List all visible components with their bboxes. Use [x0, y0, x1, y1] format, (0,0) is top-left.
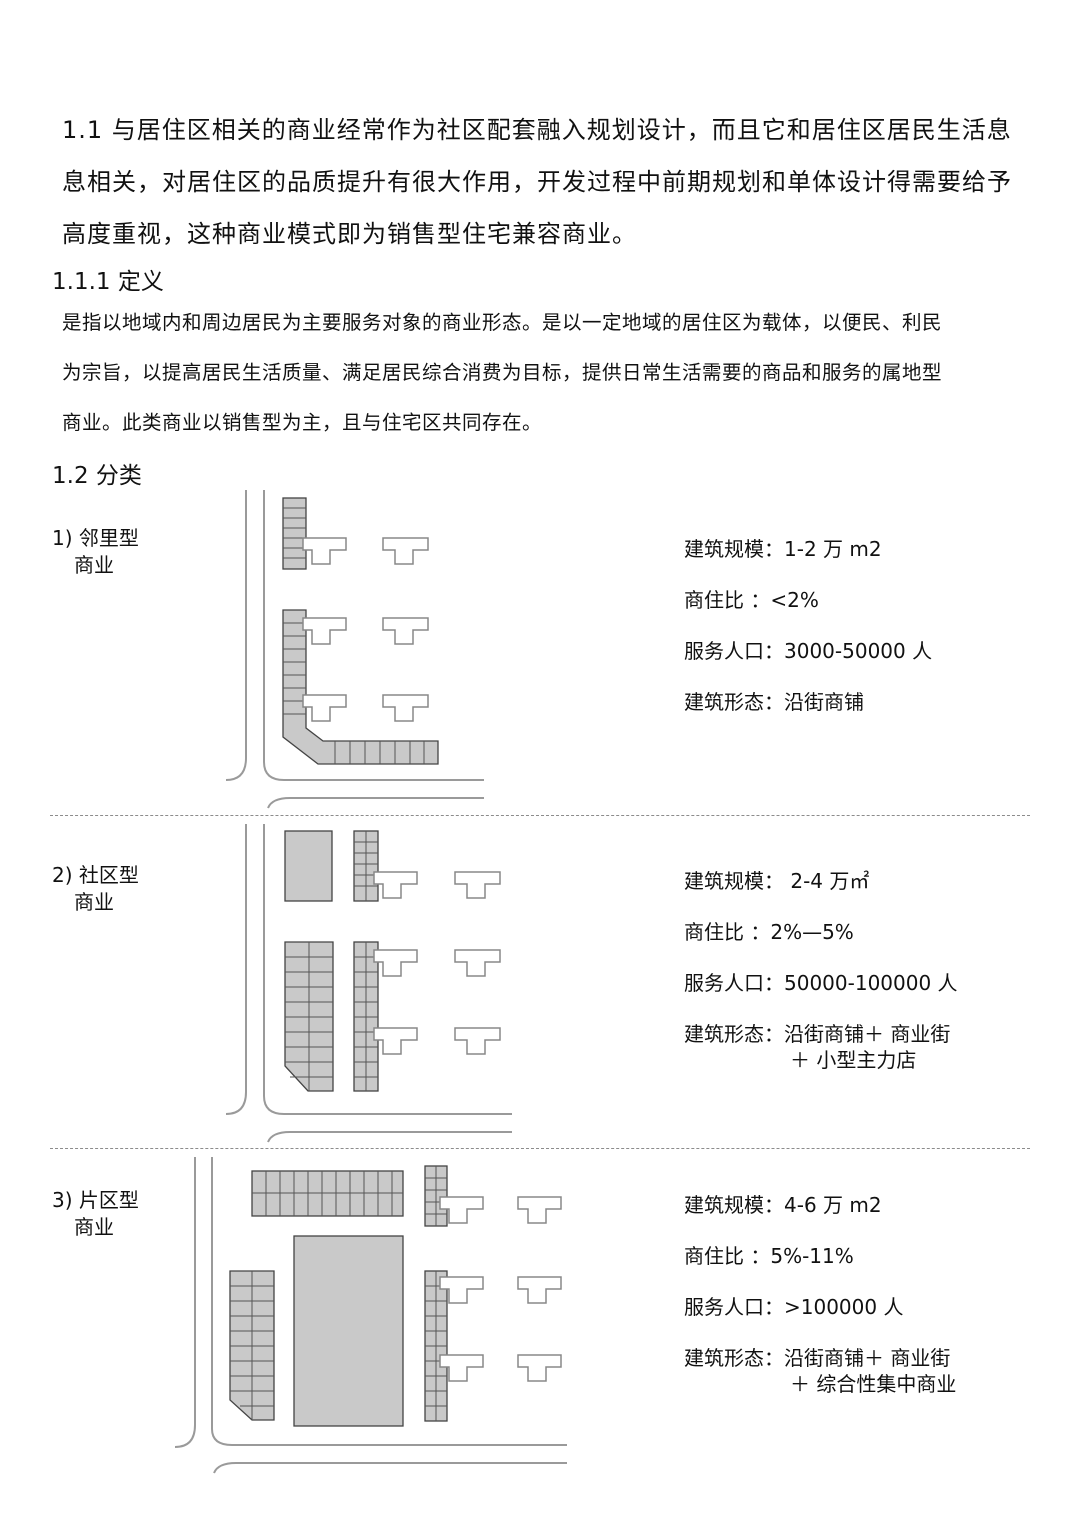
shop-grid: [230, 1271, 274, 1420]
category-label: 3) 片区型 商业: [52, 1187, 139, 1241]
classification-heading: 1.2 分类: [52, 463, 142, 489]
stat-form: 建筑形态：沿街商铺＋ 商业街: [684, 1022, 951, 1046]
section-divider: [50, 815, 1030, 816]
road-edge: [267, 1131, 512, 1143]
residential-building: [439, 1354, 484, 1382]
residential-building: [373, 949, 418, 977]
residential-building: [454, 1027, 501, 1055]
stat-population: 服务人口：50000-100000 人: [684, 971, 958, 995]
definition-heading: 1.1.1 定义: [52, 269, 164, 295]
stat-form-cont: ＋ 综合性集中商业: [790, 1372, 957, 1396]
definition-line: 商业。此类商业以销售型为主，且与住宅区共同存在。: [62, 411, 543, 434]
intro-paragraph: 1.1 与居住区相关的商业经常作为社区配套融入规划设计，而且它和居住区居民生活息…: [62, 104, 1012, 260]
shop-grid: [425, 1166, 447, 1226]
stat-ratio: 商住比 ：2%—5%: [684, 920, 854, 944]
road-edge: [211, 1157, 567, 1446]
category-subtitle: 商业: [74, 890, 114, 914]
road-edge: [174, 1157, 196, 1448]
anchor-building: [293, 1235, 404, 1427]
category-subtitle: 商业: [74, 553, 114, 577]
residential-building: [373, 871, 418, 899]
residential-building: [373, 1027, 418, 1055]
road-edge: [225, 824, 247, 1115]
definition-line: 是指以地域内和周边居民为主要服务对象的商业形态。是以一定地域的居住区为载体，以便…: [62, 311, 943, 334]
section-divider: [50, 1148, 1030, 1149]
road-edge: [267, 797, 484, 809]
residential-building: [302, 537, 347, 565]
residential-building: [454, 949, 501, 977]
category-stats: 建筑规模： 2-4 万㎡ 商住比 ：2%—5% 服务人口：50000-10000…: [684, 856, 958, 1073]
category-subtitle: 商业: [74, 1215, 114, 1239]
residential-building: [302, 617, 347, 645]
residential-building: [454, 871, 501, 899]
intro-line: 1.1 与居住区相关的商业经常作为社区配套融入规划设计，而且它和居住区居民生活息: [62, 116, 1012, 144]
residential-building: [439, 1196, 484, 1224]
residential-building: [517, 1276, 562, 1304]
stat-scale: 建筑规模： 2-4 万㎡: [684, 869, 870, 893]
residential-building: [382, 694, 429, 722]
stat-ratio: 商住比 ：5%-11%: [684, 1244, 854, 1268]
stat-scale: 建筑规模：1-2 万 m2: [684, 537, 882, 561]
stat-scale: 建筑规模：4-6 万 m2: [684, 1193, 882, 1217]
shop-grid: [283, 507, 306, 559]
stat-form: 建筑形态：沿街商铺: [684, 690, 864, 714]
stat-ratio: 商住比 ：<2%: [684, 588, 819, 612]
shop-building: [282, 497, 307, 570]
residential-building: [302, 694, 347, 722]
category-label: 2) 社区型 商业: [52, 862, 139, 916]
stat-population: 服务人口：>100000 人: [684, 1295, 904, 1319]
stat-form: 建筑形态：沿街商铺＋ 商业街: [684, 1346, 951, 1370]
road-edge: [263, 490, 484, 781]
road-edge: [263, 824, 512, 1115]
anchor-building: [284, 830, 333, 902]
shop-grid: [252, 1171, 403, 1216]
category-title: 1) 邻里型: [52, 526, 139, 550]
category-stats: 建筑规模：4-6 万 m2 商住比 ：5%-11% 服务人口：>100000 人…: [684, 1180, 956, 1397]
road-edge: [213, 1462, 567, 1474]
definition-line: 为宗旨，以提高居民生活质量、满足居民综合消费为目标，提供日常生活需要的商品和服务…: [62, 361, 943, 384]
intro-line: 高度重视，这种商业模式即为销售型住宅兼容商业。: [62, 220, 637, 248]
residential-building: [517, 1354, 562, 1382]
shop-grid: [283, 622, 306, 715]
category-title: 3) 片区型: [52, 1188, 139, 1212]
shop-grid: [354, 942, 378, 1091]
stat-form-cont: ＋ 小型主力店: [790, 1048, 917, 1072]
residential-building: [517, 1196, 562, 1224]
neighborhood-site-plan: [225, 490, 484, 809]
residential-building: [382, 537, 429, 565]
definition-paragraph: 是指以地域内和周边居民为主要服务对象的商业形态。是以一定地域的居住区为载体，以便…: [62, 298, 942, 448]
category-title: 2) 社区型: [52, 863, 139, 887]
shop-grid: [354, 831, 378, 901]
shop-building: [282, 609, 439, 765]
shop-grid: [334, 741, 425, 764]
category-label: 1) 邻里型 商业: [52, 525, 139, 579]
residential-building: [439, 1276, 484, 1304]
stat-population: 服务人口：3000-50000 人: [684, 639, 933, 663]
district-site-plan: [174, 1157, 567, 1474]
category-stats: 建筑规模：1-2 万 m2 商住比 ：<2% 服务人口：3000-50000 人…: [684, 524, 932, 728]
community-site-plan: [225, 824, 512, 1143]
shop-grid: [285, 942, 333, 1091]
residential-building: [382, 617, 429, 645]
intro-line: 息相关，对居住区的品质提升有很大作用，开发过程中前期规划和单体设计得需要给予: [62, 168, 1012, 196]
shop-grid: [425, 1271, 447, 1421]
road-edge: [225, 490, 247, 781]
